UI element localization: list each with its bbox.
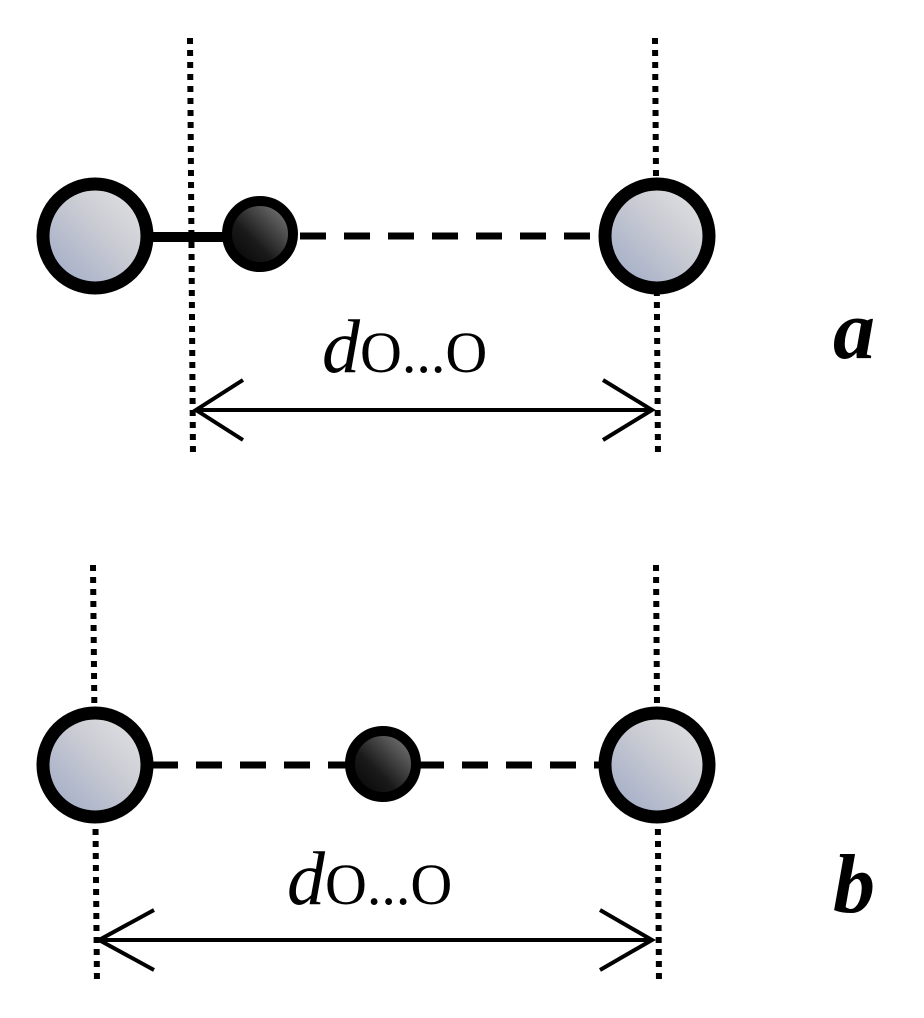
distance-label-b: dO...O bbox=[287, 837, 452, 921]
panel-a: dO...O a bbox=[36, 37, 875, 459]
distance-subscript-b: O...O bbox=[325, 852, 452, 917]
guide-line-right-b bbox=[653, 564, 662, 986]
oxygen-atom-left-b bbox=[36, 706, 154, 824]
oxygen-atom-right-b bbox=[598, 706, 716, 824]
hydrogen-atom-a bbox=[222, 196, 298, 272]
guide-line-left-a bbox=[187, 37, 196, 459]
distance-symbol-b: d bbox=[287, 837, 326, 921]
guide-line-left-b bbox=[90, 564, 100, 986]
distance-symbol-a: d bbox=[322, 305, 361, 389]
oxygen-atom-left-a bbox=[36, 177, 154, 295]
panel-b: dO...O b bbox=[36, 564, 875, 986]
distance-arrow-a bbox=[192, 378, 656, 442]
distance-label-a: dO...O bbox=[322, 305, 487, 389]
panel-label-b: b bbox=[833, 838, 875, 931]
oxygen-atom-right-a bbox=[598, 177, 716, 295]
guide-line-right-a bbox=[652, 37, 661, 459]
hydrogen-atom-b bbox=[345, 726, 421, 802]
distance-arrow-b bbox=[94, 908, 657, 972]
panel-label-a: a bbox=[833, 284, 875, 377]
distance-subscript-a: O...O bbox=[360, 320, 487, 385]
